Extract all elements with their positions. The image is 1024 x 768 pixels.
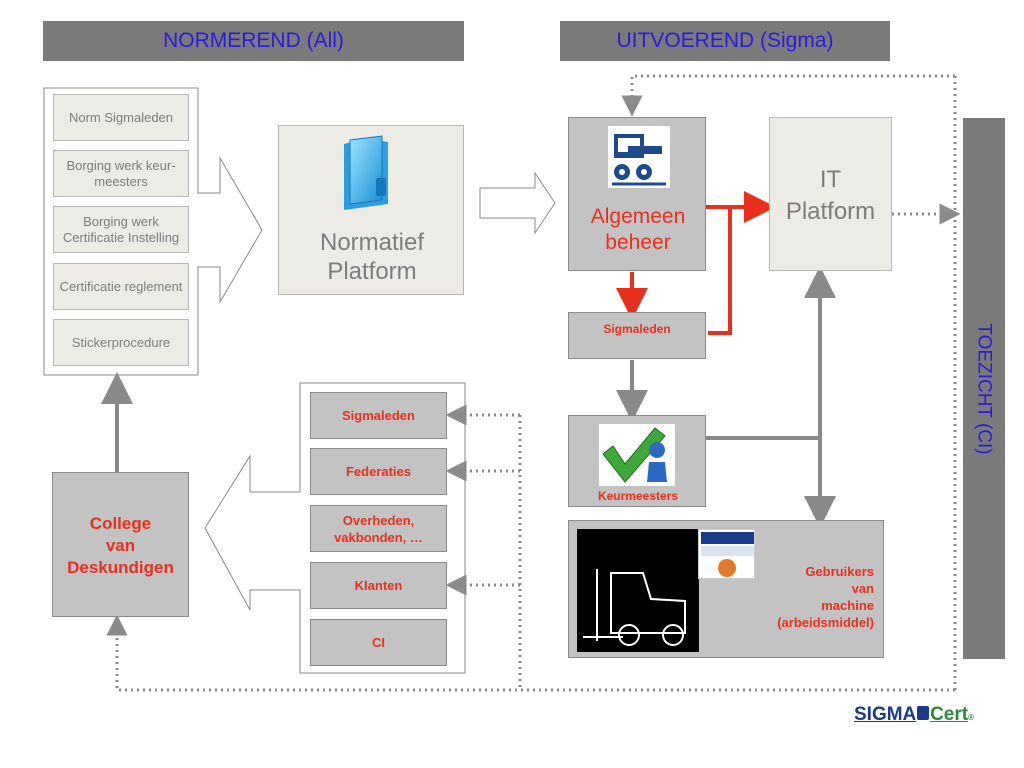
worker-logo-icon xyxy=(917,706,930,720)
gebruikers-line2: van xyxy=(851,581,874,596)
arrow-list-to-normatief xyxy=(43,87,263,376)
dotted-top-loop xyxy=(621,74,955,117)
right-item-ci: CI xyxy=(310,619,447,666)
norm-item-1: Norm Sigmaleden xyxy=(53,94,189,141)
algemeen-line2: beheer xyxy=(605,231,671,254)
logo-right: Cert xyxy=(930,704,969,725)
sigmacert-logo: SIGMA Cert ® xyxy=(854,704,974,736)
algemeen-beheer-box: Algemeen beheer xyxy=(568,117,706,271)
checkmark-person-icon xyxy=(599,424,675,486)
right-item-federaties: Federaties xyxy=(310,448,447,495)
normatief-line1: Normatief xyxy=(319,229,425,256)
gebruikers-line3: machine xyxy=(821,598,874,613)
it-platform-box: IT Platform xyxy=(769,117,892,271)
sigmacert-sticker xyxy=(698,529,755,579)
norm-item-5: Stickerprocedure xyxy=(53,319,189,366)
keurmeesters-label: Keurmeesters xyxy=(597,489,679,503)
toezicht-bar: TOEZICHT (CI) xyxy=(963,118,1005,659)
normatief-platform-box: Normatief Platform xyxy=(278,125,464,295)
right-item-sigmaleden: Sigmaleden xyxy=(310,392,447,439)
it-line2: Platform xyxy=(785,198,876,225)
line-sigmaleden-to-it xyxy=(708,207,732,335)
gebruikers-box: Gebruikers van machine (arbeidsmiddel) xyxy=(568,520,884,658)
header-normerend: NORMEREND (All) xyxy=(43,21,464,61)
college-box: College van Deskundigen xyxy=(52,472,189,617)
norm-item-3: Borging werk Certificatie Instelling xyxy=(53,206,189,253)
logo-left: SIGMA xyxy=(854,704,917,725)
header-uitvoerend: UITVOEREND (Sigma) xyxy=(560,21,890,61)
sigmaleden-box: Sigmaleden xyxy=(568,312,706,359)
arrow-right-list-to-college xyxy=(204,382,466,674)
keurmeesters-box: Keurmeesters xyxy=(568,415,706,507)
forklift-image xyxy=(577,529,699,652)
norm-item-4: Certificatie reglement xyxy=(53,263,189,310)
right-item-overheden: Overheden, vakbonden, … xyxy=(310,505,447,552)
right-item-klanten: Klanten xyxy=(310,562,447,609)
college-line3: Deskundigen xyxy=(67,558,174,577)
norm-item-2: Borging werk keur-meesters xyxy=(53,150,189,197)
it-line1: IT xyxy=(819,166,842,193)
college-line1: College xyxy=(89,514,152,533)
college-line2: van xyxy=(105,536,136,555)
machine-operator-icon xyxy=(608,126,670,188)
normatief-line2: Platform xyxy=(327,258,417,285)
arrow-normatief-to-algemeen xyxy=(479,171,556,235)
logo-mark: ® xyxy=(968,713,974,722)
toezicht-label: TOEZICHT (CI) xyxy=(974,322,995,455)
gebruikers-line1: Gebruikers xyxy=(805,564,874,579)
algemeen-line1: Algemeen xyxy=(590,205,686,228)
gebruikers-line4: (arbeidsmiddel) xyxy=(777,615,874,630)
folder-icon xyxy=(344,135,388,210)
